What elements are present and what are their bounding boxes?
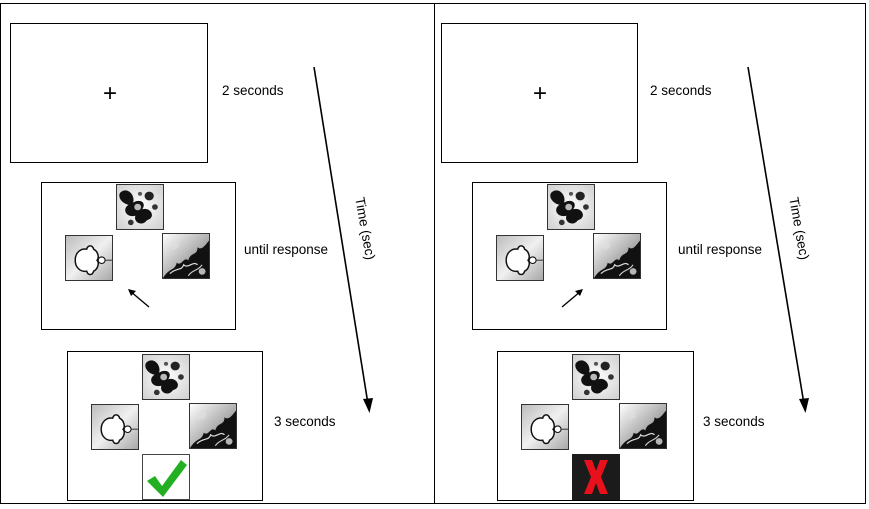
fractal-left-icon	[65, 235, 113, 281]
fractal-top-icon	[547, 184, 595, 230]
fixation-screen: +	[10, 23, 208, 163]
fractal-top-icon	[142, 354, 190, 400]
fractal-left-icon	[521, 404, 569, 450]
check-mark-icon	[147, 460, 187, 497]
fractal-right-icon	[162, 233, 210, 279]
choice-duration-label: until response	[244, 242, 329, 257]
fractal-right-icon	[619, 403, 667, 449]
feedback-duration-label: 3 seconds	[703, 414, 765, 429]
feedback-correct-box	[142, 454, 190, 500]
choice-duration-label: until response	[678, 242, 763, 257]
fixation-screen: +	[441, 23, 638, 163]
choice-screen	[472, 182, 667, 330]
arrow-up-left-icon	[128, 289, 150, 308]
fractal-left-icon	[91, 404, 139, 450]
fractal-top-icon	[116, 184, 164, 230]
fractal-right-icon	[593, 233, 641, 279]
fixation-cross: +	[532, 80, 548, 107]
feedback-screen	[67, 351, 263, 501]
fixation-cross: +	[102, 80, 118, 107]
fractal-right-icon	[189, 403, 237, 449]
arrow-up-right-icon	[561, 289, 583, 308]
fixation-duration-label: 2 seconds	[650, 83, 712, 98]
x-mark-icon	[584, 460, 608, 494]
fixation-duration-label: 2 seconds	[222, 83, 284, 98]
feedback-duration-label: 3 seconds	[274, 414, 336, 429]
fractal-top-icon	[572, 354, 620, 400]
feedback-incorrect-box	[572, 454, 620, 500]
feedback-screen	[497, 351, 694, 501]
fractal-left-icon	[496, 235, 544, 281]
choice-screen	[41, 182, 236, 330]
